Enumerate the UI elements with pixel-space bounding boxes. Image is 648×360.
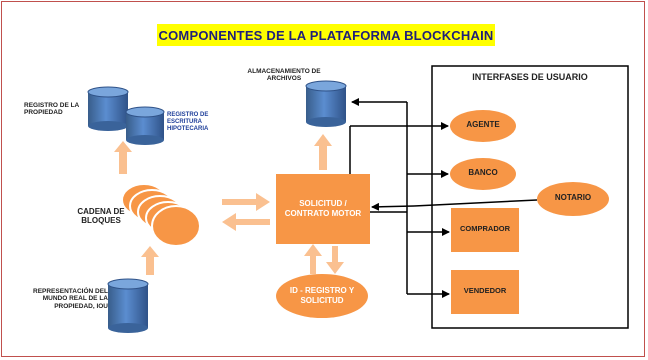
interfaces-title: INTERFASES DE USUARIO [472,72,588,82]
arrow-id-to-solicitud [304,244,322,274]
registro-escritura-label: REGISTRO DE ESCRITURA HIPOTECARIA [167,112,209,132]
almacenamiento-db-icon [305,80,347,127]
cadena-bloques-icon [121,183,201,247]
agente-label: AGENTE [466,120,500,129]
vendedor-label: VENDEDOR [463,286,507,295]
arrow-solicitud-to-id [326,246,344,274]
notario-label: NOTARIO [554,193,592,202]
cadena-bloques-label: CADENA DE BLOQUES [77,207,125,226]
banco-ellipse [450,158,516,190]
id-registro-ellipse [276,274,368,318]
arrow-representacion-to-cadena [141,246,159,275]
agente-ellipse [450,110,516,142]
id-registro-label: ID - REGISTRO Y SOLICITUD [289,286,355,305]
registro-escritura-db-icon [125,106,165,145]
representacion-label: REPRESENTACIÓN DEL MUNDO REAL DE LA PROP… [33,288,108,310]
registro-propiedad-label: REGISTRO DE LA PROPIEDAD [24,102,80,117]
solicitud-box [276,174,370,244]
registro-propiedad-db-icon [87,86,129,131]
comprador-box [451,208,519,252]
banco-label: BANCO [468,168,498,177]
almacenamiento-label: ALMACENAMIENTO DE ARCHIVOS [247,68,321,83]
arrow-solicitud-to-cadena [222,213,270,231]
page-title: COMPONENTES DE LA PLATAFORMA BLOCKCHAIN [158,27,494,43]
arrow-solicitud-to-almacenamiento [314,134,332,170]
connector-lines [349,98,538,298]
arrow-cadena-to-solicitud [222,193,270,211]
comprador-label: COMPRADOR [460,224,510,233]
arrow-cadena-to-registro [114,141,132,174]
solicitud-label: SOLICITUD / CONTRATO MOTOR [284,199,362,218]
vendedor-box [451,270,519,314]
representacion-db-icon [107,278,149,333]
notario-ellipse [537,182,609,216]
title-banner: COMPONENTES DE LA PLATAFORMA BLOCKCHAIN [157,24,495,46]
